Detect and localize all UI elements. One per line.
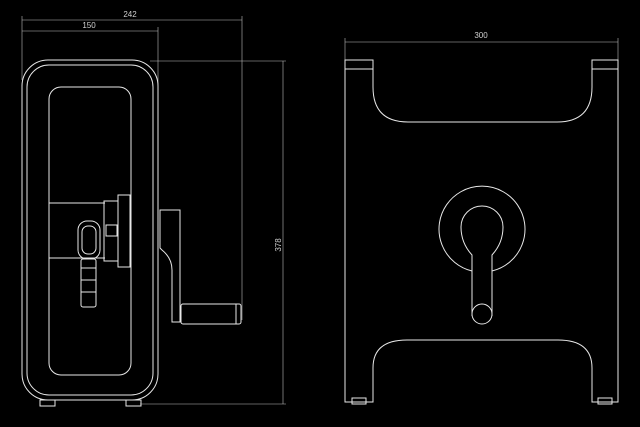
front-foot-left xyxy=(351,397,367,405)
dimension-378: 378 xyxy=(140,60,286,405)
crank-handle xyxy=(159,209,242,325)
dimension-242: 242 xyxy=(21,10,243,320)
front-body-outline xyxy=(344,59,619,403)
foot-right xyxy=(125,399,142,407)
hub-knob xyxy=(105,224,118,237)
dimension-300: 300 xyxy=(344,31,619,60)
dimension-label-300: 300 xyxy=(474,31,488,40)
dimension-label-150: 150 xyxy=(82,21,96,30)
dimension-150: 150 xyxy=(22,21,159,88)
hub-flange xyxy=(117,194,131,268)
window-outline xyxy=(48,86,132,376)
front-view: 300 xyxy=(344,31,619,405)
side-view: 242 150 378 xyxy=(21,10,286,407)
dimension-label-242: 242 xyxy=(123,10,137,19)
foot-left xyxy=(39,399,56,407)
bolt xyxy=(77,220,101,308)
body-inner-outline xyxy=(26,64,154,396)
body-outer-outline xyxy=(21,59,159,401)
drive-hub xyxy=(438,185,526,325)
crank-grip xyxy=(180,303,242,325)
dimension-label-378: 378 xyxy=(274,238,283,252)
front-foot-right xyxy=(597,397,613,405)
